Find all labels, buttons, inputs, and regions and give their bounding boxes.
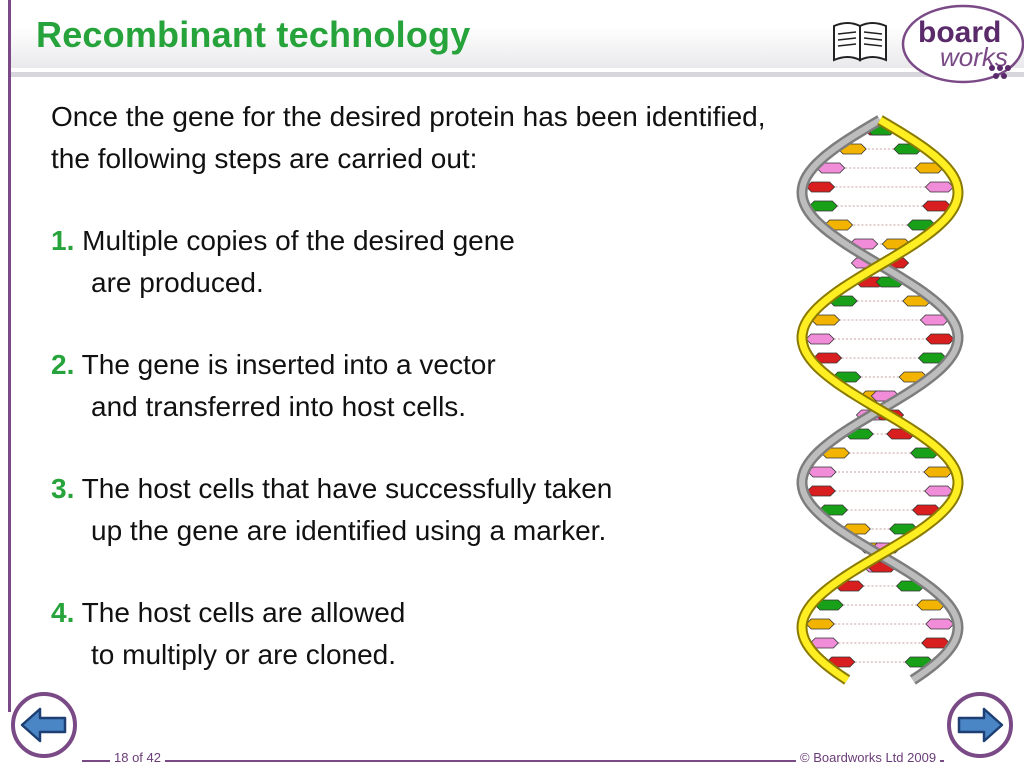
logo-text-top: board <box>918 16 1001 49</box>
step-text: The host cells that have successfully ta… <box>81 473 613 504</box>
step-text-continued: are produced. <box>91 266 264 298</box>
book-icon <box>833 22 887 62</box>
step-number: 2. <box>51 349 75 380</box>
step-text: Multiple copies of the desired gene <box>82 225 515 256</box>
step-4: 4. The host cells are allowed to multipl… <box>51 592 791 675</box>
step-number: 1. <box>51 225 75 256</box>
previous-slide-button[interactable] <box>10 691 78 759</box>
page-number: 18 of 42 <box>110 750 165 765</box>
nucleotide-base <box>805 181 836 193</box>
nucleotide-base <box>924 485 954 497</box>
nucleotide-base <box>805 333 835 345</box>
nucleotide-base <box>807 466 837 478</box>
next-slide-button[interactable] <box>946 691 1014 759</box>
step-number: 3. <box>51 473 75 504</box>
nucleotide-base <box>924 181 955 193</box>
step-number: 4. <box>51 597 75 628</box>
arrow-right-icon <box>957 707 1004 743</box>
page-title: Recombinant technology <box>36 14 471 55</box>
dna-helix-illustration <box>796 115 964 685</box>
footer-divider <box>82 760 944 762</box>
step-text-continued: and transferred into host cells. <box>91 390 467 422</box>
nucleotide-base <box>925 333 955 345</box>
step-2: 2. The gene is inserted into a vector an… <box>51 344 791 427</box>
logo-text-bottom: works <box>940 42 1008 72</box>
left-border <box>8 0 11 712</box>
step-text: The gene is inserted into a vector <box>81 349 496 380</box>
copyright-text: © Boardworks Ltd 2009 <box>796 750 941 765</box>
nucleotide-base <box>925 618 955 630</box>
intro-text: Once the gene for the desired protein ha… <box>51 101 766 174</box>
nucleotide-base <box>923 466 953 478</box>
step-3: 3. The host cells that have successfully… <box>51 468 791 551</box>
step-text-continued: up the gene are identified using a marke… <box>91 514 607 546</box>
boardworks-logo: board works <box>833 4 1024 84</box>
step-1: 1. Multiple copies of the desired gene a… <box>51 220 791 303</box>
nucleotide-base <box>806 485 836 497</box>
step-text: The host cells are allowed <box>81 597 406 628</box>
arrow-left-icon <box>20 707 67 743</box>
nucleotide-base <box>805 618 835 630</box>
step-text-continued: to multiply or are cloned. <box>91 638 397 670</box>
title-divider <box>11 72 1024 77</box>
slide-body: Once the gene for the desired protein ha… <box>51 96 791 675</box>
